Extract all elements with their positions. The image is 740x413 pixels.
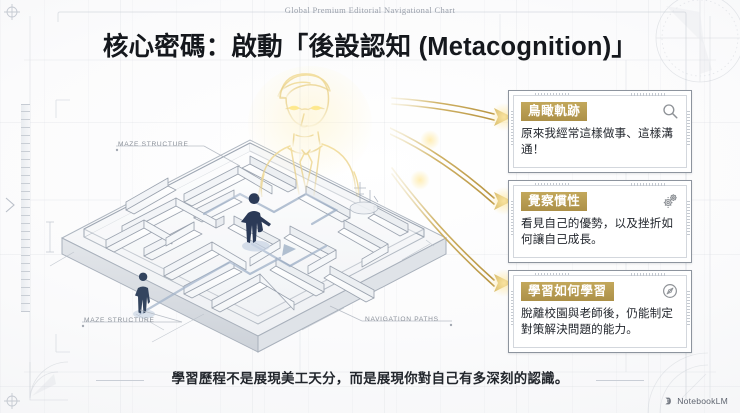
footer-caption: 學習歷程不是展現美工天分，而是展現你對自己有多深刻的認識。 [171, 371, 569, 386]
card-1-badge: 鳥瞰軌跡 [521, 102, 588, 121]
card-tick-right [686, 111, 690, 145]
card-3-body: 脫離校園與老師後，仍能制定對策解決問題的能力。 [521, 306, 674, 337]
insight-card-2[interactable]: 覺察慣性 看見自己的優勢，以及挫折如何讓自己成長。 [508, 180, 692, 263]
insight-card-1[interactable]: 鳥瞰軌跡 原來我經常這樣做事、這樣溝通！ [508, 90, 692, 173]
gears-icon [663, 194, 677, 209]
card-tick-right [686, 291, 690, 325]
notebooklm-label: NotebookLM [677, 396, 728, 406]
compass-icon [663, 284, 677, 299]
edge-ruler-scale [21, 104, 30, 312]
caption-rule-right [596, 380, 644, 381]
page-title: 核心密碼：啟動「後設認知 (Metacognition)」 [102, 33, 638, 61]
isometric-maze-illustration [44, 118, 464, 353]
card-tick-left [510, 201, 514, 235]
card-2-body: 看見自己的優勢，以及挫折如何讓自己成長。 [521, 216, 674, 247]
caption-rule-left [96, 380, 144, 381]
card-tick-left [510, 111, 514, 145]
eyebrow-label: Global Premium Editorial Navigational Ch… [284, 5, 456, 15]
observer-figure [228, 62, 398, 197]
card-tick-right [686, 201, 690, 235]
card-3-badge: 學習如何學習 [521, 282, 614, 301]
insight-card-3[interactable]: 學習如何學習 脫離校園與老師後，仍能制定對策解決問題的能力。 [508, 270, 692, 353]
annotation-maze-structure-bottom: MAZE STRUCTURE [84, 317, 155, 324]
annotation-maze-structure-top: MAZE STRUCTURE [118, 141, 189, 148]
card-tick-left [510, 291, 514, 325]
card-2-badge: 覺察慣性 [521, 192, 588, 211]
notebooklm-logo-icon [665, 397, 672, 405]
card-1-body: 原來我經常這樣做事、這樣溝通！ [521, 126, 674, 157]
maze-walker-center [241, 193, 271, 252]
magnifier-icon [663, 104, 678, 119]
annotation-navigation-paths: NAVIGATION PATHS [365, 316, 439, 323]
notebooklm-brand: NotebookLM [663, 396, 728, 406]
